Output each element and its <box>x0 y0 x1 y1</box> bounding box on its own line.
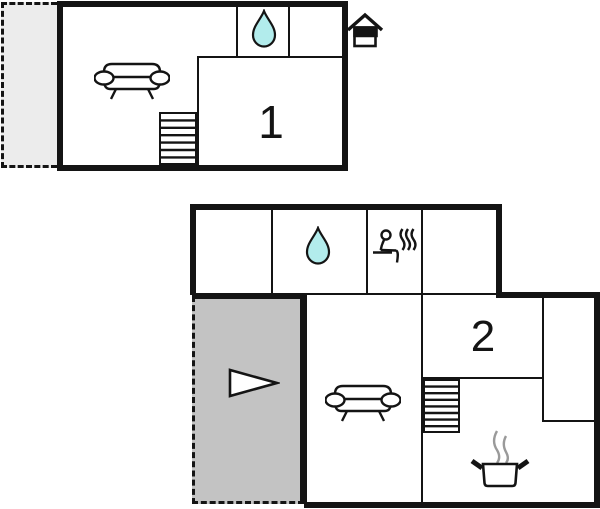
floor2-terrace <box>192 296 304 504</box>
floor2-terrace-wall-right <box>300 296 307 502</box>
floor2-toprow-wall-bottom <box>307 293 497 295</box>
stairs-icon <box>159 112 197 165</box>
floor1-room1-wall-top <box>198 56 342 58</box>
floor2-toprow-wall-3 <box>421 210 423 295</box>
sofa-icon <box>325 380 401 426</box>
floor2-living-wall-right <box>421 295 423 502</box>
floor2-sideroom-wall-left <box>542 298 544 422</box>
floor2-terrace-wall-top <box>192 293 307 299</box>
stairs-icon <box>423 379 460 433</box>
floor2-toprow-wall-2 <box>366 210 368 295</box>
floor2-wall-right <box>594 292 600 508</box>
water-drop-icon <box>305 226 331 266</box>
floor1-room1-wall-left <box>197 56 199 165</box>
floor2-wall-bottom <box>304 502 600 508</box>
sauna-person-icon <box>371 226 419 270</box>
floor1-terrace <box>1 2 57 168</box>
floor1-shower-wall-right <box>288 7 290 57</box>
tv-triangle-icon <box>228 368 280 398</box>
water-drop-icon <box>251 9 277 49</box>
floor2-wall-top <box>190 204 502 210</box>
floor2-sideroom-wall-bottom <box>542 420 594 422</box>
floor1-shower-wall-left <box>236 7 238 57</box>
floor1-number: 1 <box>258 96 284 148</box>
floor2-number: 2 <box>470 312 496 361</box>
annex-house-icon <box>346 12 384 48</box>
floor2-wall-top-right <box>496 292 600 298</box>
floor2-wall-mid-right <box>496 204 502 298</box>
floor2-room2-wall-bottom <box>423 377 543 379</box>
cooking-pot-icon <box>468 428 532 490</box>
floor2-wall-left <box>190 204 196 295</box>
floor2-toprow-wall-1 <box>271 210 273 295</box>
sofa-icon <box>94 58 170 104</box>
